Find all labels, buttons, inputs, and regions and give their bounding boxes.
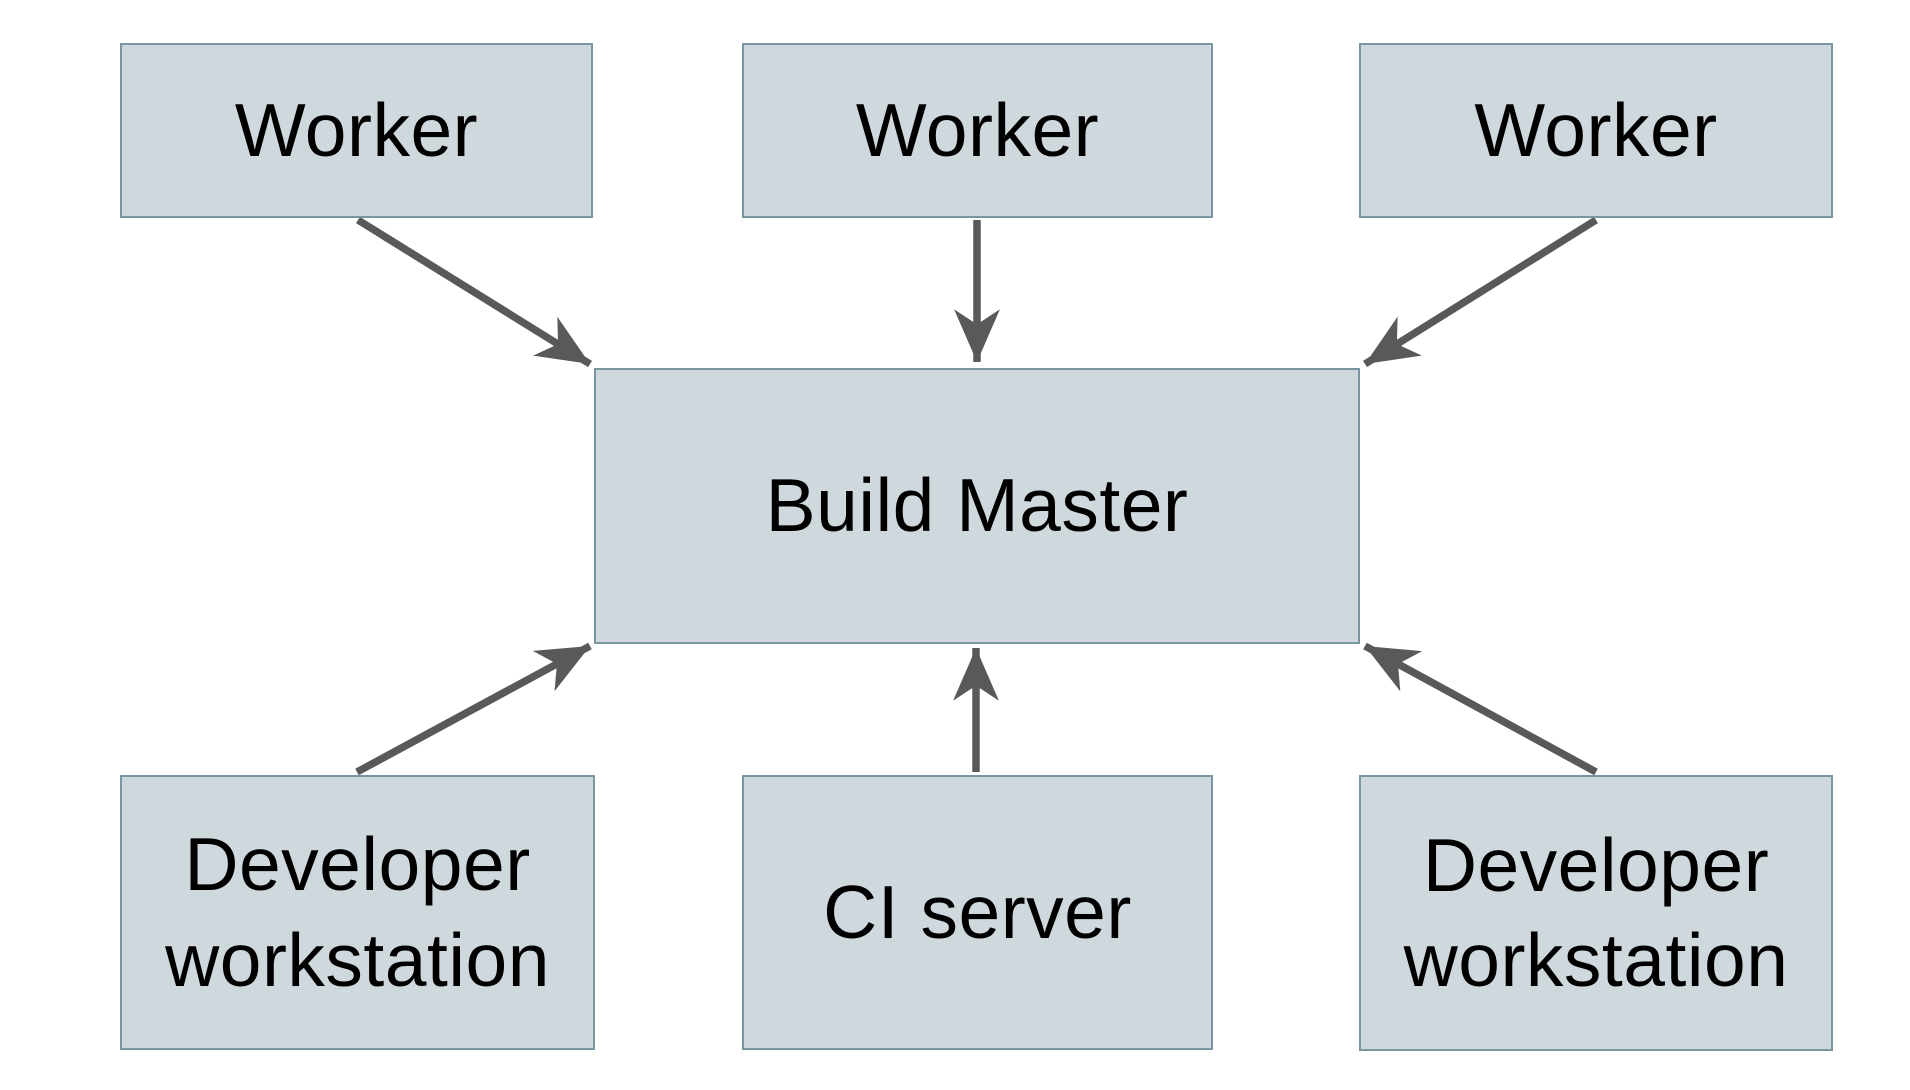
node-developer-workstation-left: Developer workstation (120, 775, 595, 1050)
node-worker-right: Worker (1359, 43, 1833, 218)
arrow-dev-right-to-build-master (1363, 642, 1598, 776)
node-worker-center: Worker (742, 43, 1213, 218)
node-build-master: Build Master (594, 368, 1360, 644)
node-worker-left: Worker (120, 43, 593, 218)
node-developer-workstation-right: Developer workstation (1359, 775, 1833, 1051)
arrow-worker-right-to-build-master (1363, 216, 1598, 368)
node-ci-server: CI server (742, 775, 1213, 1050)
arrow-worker-left-to-build-master (356, 216, 592, 368)
arrow-dev-left-to-build-master (355, 642, 592, 776)
